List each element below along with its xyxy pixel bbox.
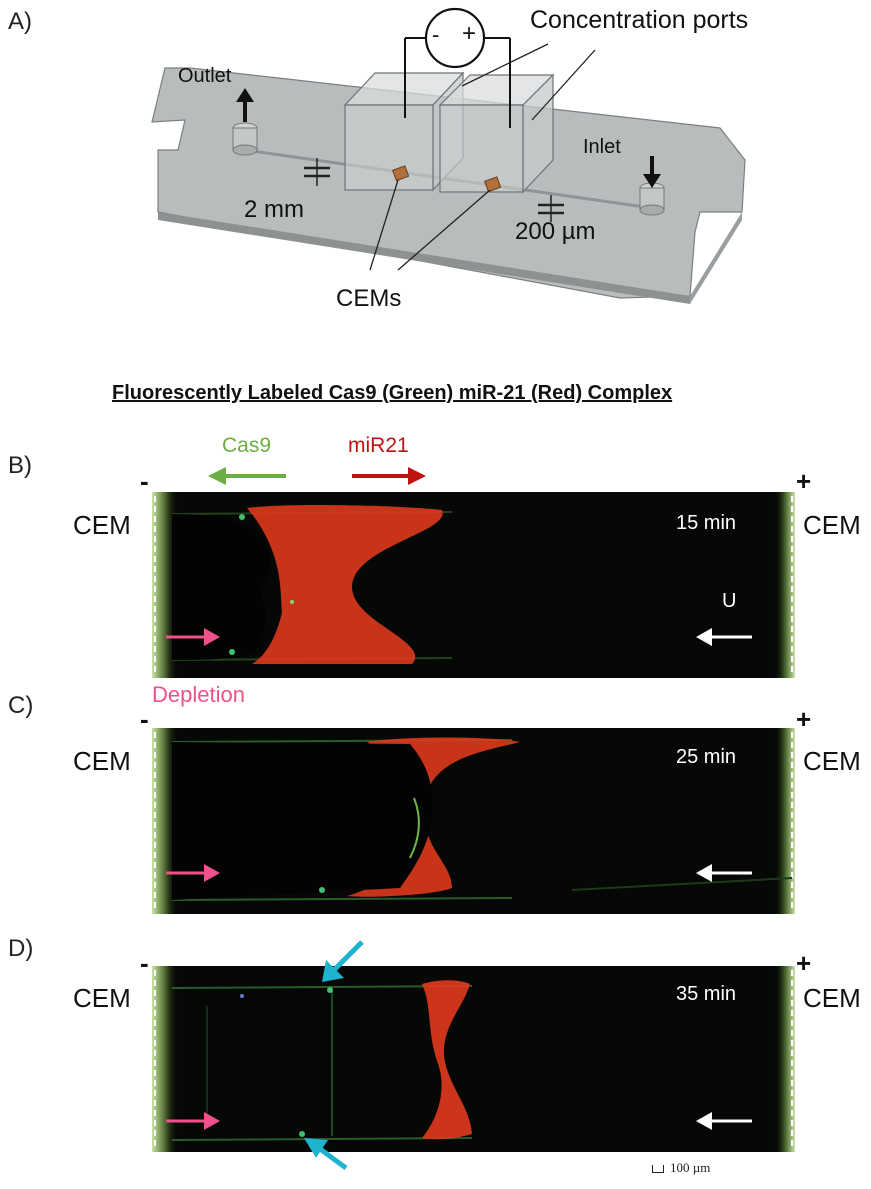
frame-time-15min: 15 min xyxy=(676,512,737,534)
flow-direction-arrow-icon xyxy=(696,628,752,646)
scale-bar-label: 100 µm xyxy=(670,1160,711,1175)
fluorescence-frame-25min xyxy=(152,728,795,914)
dimension-mark-200um xyxy=(538,195,564,222)
panel-label-c: C) xyxy=(8,692,34,719)
cem-label-left: CEM xyxy=(73,510,131,540)
electrode-sign-right-c: + xyxy=(796,704,812,734)
legend-mir21-arrow-icon xyxy=(352,467,426,485)
electrode-sign-left-d: - xyxy=(140,948,149,978)
flow-direction-arrow-icon-d xyxy=(696,1112,752,1130)
frame-time-35min: 35 min xyxy=(676,983,737,1005)
concentration-ports-label: Concentration ports xyxy=(530,6,749,34)
electrode-sign-left: - xyxy=(140,466,149,496)
cems-label: CEMs xyxy=(336,285,402,312)
scale-bar-tick-icon xyxy=(652,1165,664,1174)
legend-cas9-arrow-icon xyxy=(208,467,286,485)
dimension-2mm-label: 2 mm xyxy=(244,196,304,223)
fluorescence-frame-35min xyxy=(152,966,795,1152)
figure-heading: Fluorescently Labeled Cas9 (Green) miR-2… xyxy=(112,382,673,404)
electrode-sign-right-d: + xyxy=(796,948,812,978)
cem-label-right-d: CEM xyxy=(803,983,861,1013)
cyan-indicator-arrow-top-icon xyxy=(322,940,364,982)
chip-device-diagram xyxy=(151,7,746,304)
power-plus-label: + xyxy=(462,20,477,47)
electrode-sign-left-c: - xyxy=(140,704,149,734)
outlet-port xyxy=(232,122,258,156)
frame-time-25min: 25 min xyxy=(676,746,737,768)
inlet-arrow-icon xyxy=(643,156,661,188)
flow-velocity-label: U xyxy=(722,590,737,612)
cem-label-left-c: CEM xyxy=(73,746,131,776)
cem-label-right: CEM xyxy=(803,510,861,540)
cem-label-left-d: CEM xyxy=(73,983,131,1013)
outlet-arrow-icon xyxy=(236,88,254,122)
depletion-arrow-icon xyxy=(166,628,220,646)
fluorescence-frame-15min xyxy=(152,492,795,678)
outlet-label: Outlet xyxy=(178,65,232,87)
electrode-sign-right: + xyxy=(796,466,812,496)
flow-direction-arrow-icon-c xyxy=(696,864,752,882)
legend-cas9-label: Cas9 xyxy=(222,434,272,457)
frame-15min-image xyxy=(152,492,795,678)
depletion-arrow-icon-d xyxy=(166,1112,220,1130)
inlet-label: Inlet xyxy=(583,136,621,158)
dimension-200um-label: 200 µm xyxy=(515,218,596,245)
leader-cem-left xyxy=(369,179,399,271)
cem-label-right-c: CEM xyxy=(803,746,861,776)
leader-cem-right xyxy=(397,189,491,271)
panel-label-b: B) xyxy=(8,452,32,479)
panel-label-a: A) xyxy=(8,8,32,35)
panel-label-d: D) xyxy=(8,935,34,962)
frame-25min-image xyxy=(152,728,795,914)
concentration-port-right xyxy=(438,73,555,194)
power-minus-label: - xyxy=(432,22,440,47)
leader-concentration-right xyxy=(531,49,596,121)
scale-bar: 100 µm xyxy=(652,1160,710,1176)
depletion-label: Depletion xyxy=(152,682,245,707)
frame-35min-image xyxy=(152,966,795,1152)
cem-membrane-left xyxy=(392,165,410,182)
depletion-arrow-icon-c xyxy=(166,864,220,882)
inlet-port xyxy=(639,182,665,216)
cem-membrane-right xyxy=(484,176,502,193)
cyan-indicator-arrow-bottom-icon xyxy=(304,1138,348,1171)
dimension-mark-2mm xyxy=(304,158,330,186)
power-source-icon xyxy=(404,7,511,128)
leader-concentration-left xyxy=(461,43,549,87)
legend-mir21-label: miR21 xyxy=(348,434,409,457)
